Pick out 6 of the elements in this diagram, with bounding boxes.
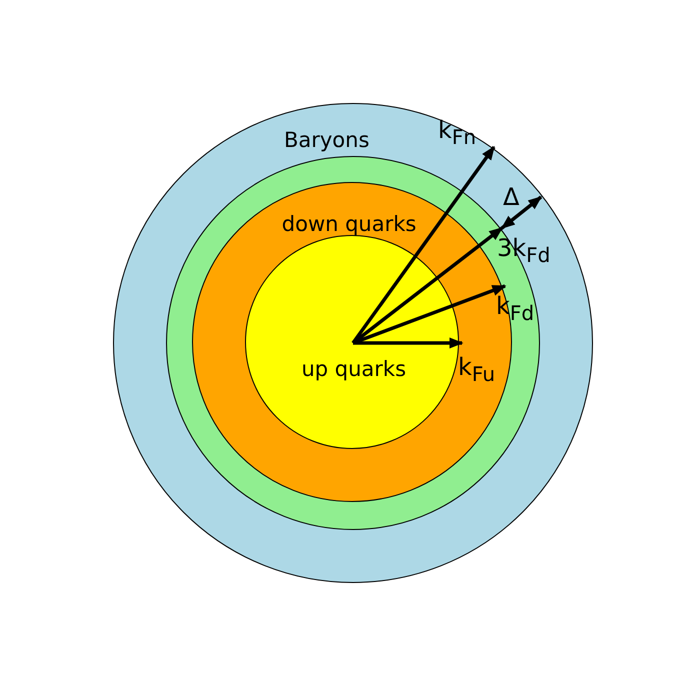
region-label: down quarks	[282, 212, 416, 236]
radius-label: k$_{Fn}$	[438, 116, 476, 149]
radius-label: k$_{Fu}$	[458, 353, 495, 386]
region-label: Baryons	[284, 128, 370, 152]
radius-label: Δ	[503, 183, 520, 211]
region-label: up quarks	[301, 356, 406, 381]
